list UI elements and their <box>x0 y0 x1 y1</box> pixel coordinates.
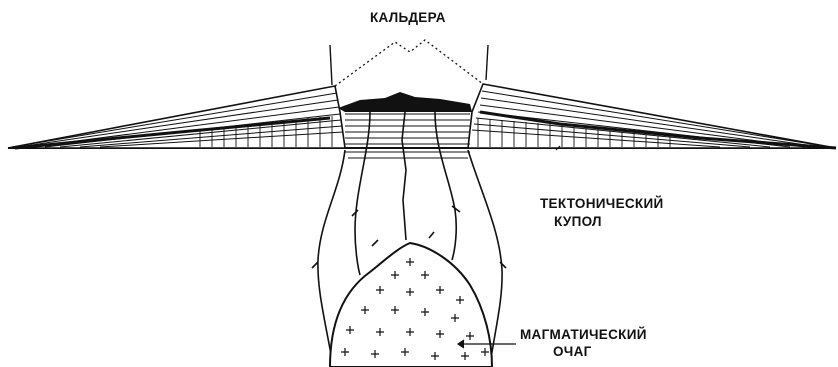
magma-chamber-label-line1: МАГМАТИЧЕСКИЙ <box>520 327 647 342</box>
caldera-floor <box>338 92 472 112</box>
caldera-rim <box>330 40 488 86</box>
tectonic-dome-label-line1: ТЕКТОНИЧЕСКИЙ <box>540 196 663 211</box>
magma-chamber-label-line2: ОЧАГ <box>553 344 592 359</box>
right-flank <box>468 84 836 148</box>
caldera-block <box>345 114 470 158</box>
left-flank <box>8 86 345 148</box>
tectonic-dome-label-line2: КУПОЛ <box>554 214 602 229</box>
magma-chamber <box>330 243 492 367</box>
caldera-label: КАЛЬДЕРА <box>370 10 446 25</box>
